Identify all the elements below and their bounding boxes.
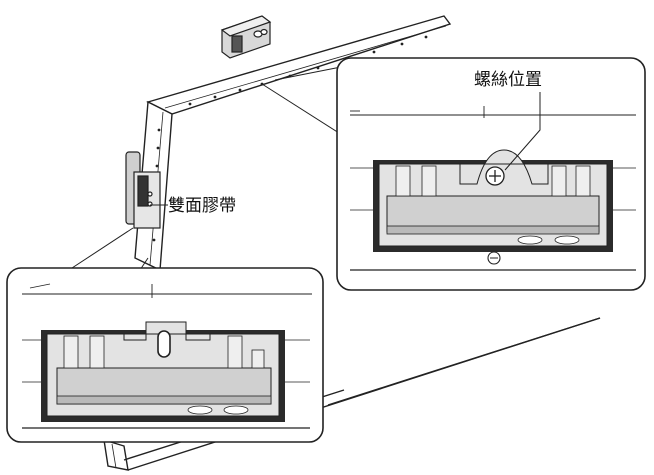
taped-bracket: [125, 151, 161, 229]
mounting-bracket-icon: [220, 15, 272, 59]
screw-position-label: 螺絲位置: [474, 70, 542, 90]
callout-screw: [261, 57, 646, 291]
screw-icon: [485, 166, 505, 186]
callout-keyhole: [6, 227, 324, 443]
keyhole-slot-icon: [157, 330, 171, 358]
double-sided-tape-label: 雙面膠帶: [168, 196, 236, 216]
lower-screw-icon: [487, 251, 501, 265]
screw-leader-line: [504, 92, 541, 171]
